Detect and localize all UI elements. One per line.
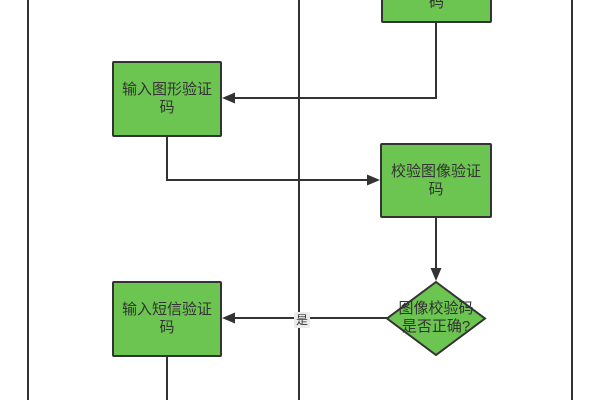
decision-line2: 是否正确? [401, 318, 471, 335]
decision-image-captcha-correct[interactable]: 图像校验码 是否正确? [386, 280, 486, 356]
node-top-partial[interactable]: 码 [381, 0, 492, 23]
node-input-graphic-captcha[interactable]: 输入图形验证 码 [112, 61, 222, 137]
node-input-graphic-captcha-line2: 码 [159, 99, 175, 116]
node-input-graphic-captcha-line1: 输入图形验证 [121, 81, 212, 98]
node-input-sms-captcha[interactable]: 输入短信验证 码 [112, 281, 222, 357]
node-input-sms-captcha-line1: 输入短信验证 [121, 301, 212, 318]
node-verify-image-captcha[interactable]: 校验图像验证 码 [380, 143, 492, 218]
arrowhead-into-input-sms [222, 312, 235, 324]
edge-input-graphic-to-verify-image [166, 137, 368, 181]
node-verify-image-captcha-line2: 码 [428, 180, 444, 198]
edge-label-yes[interactable]: 是 [293, 312, 311, 328]
edge-top-to-input-graphic [232, 23, 437, 99]
decision-diamond-shape[interactable] [385, 280, 487, 357]
arrowhead-into-decision [430, 268, 442, 281]
decision-line1: 图像校验码 [398, 300, 474, 317]
arrowhead-into-verify-image [367, 174, 380, 186]
node-verify-image-captcha-line1: 校验图像验证 [390, 162, 481, 180]
node-top-partial-text: 码 [428, 0, 444, 11]
arrowhead-into-input-graphic [222, 92, 235, 104]
node-input-sms-captcha-line2: 码 [159, 319, 175, 336]
